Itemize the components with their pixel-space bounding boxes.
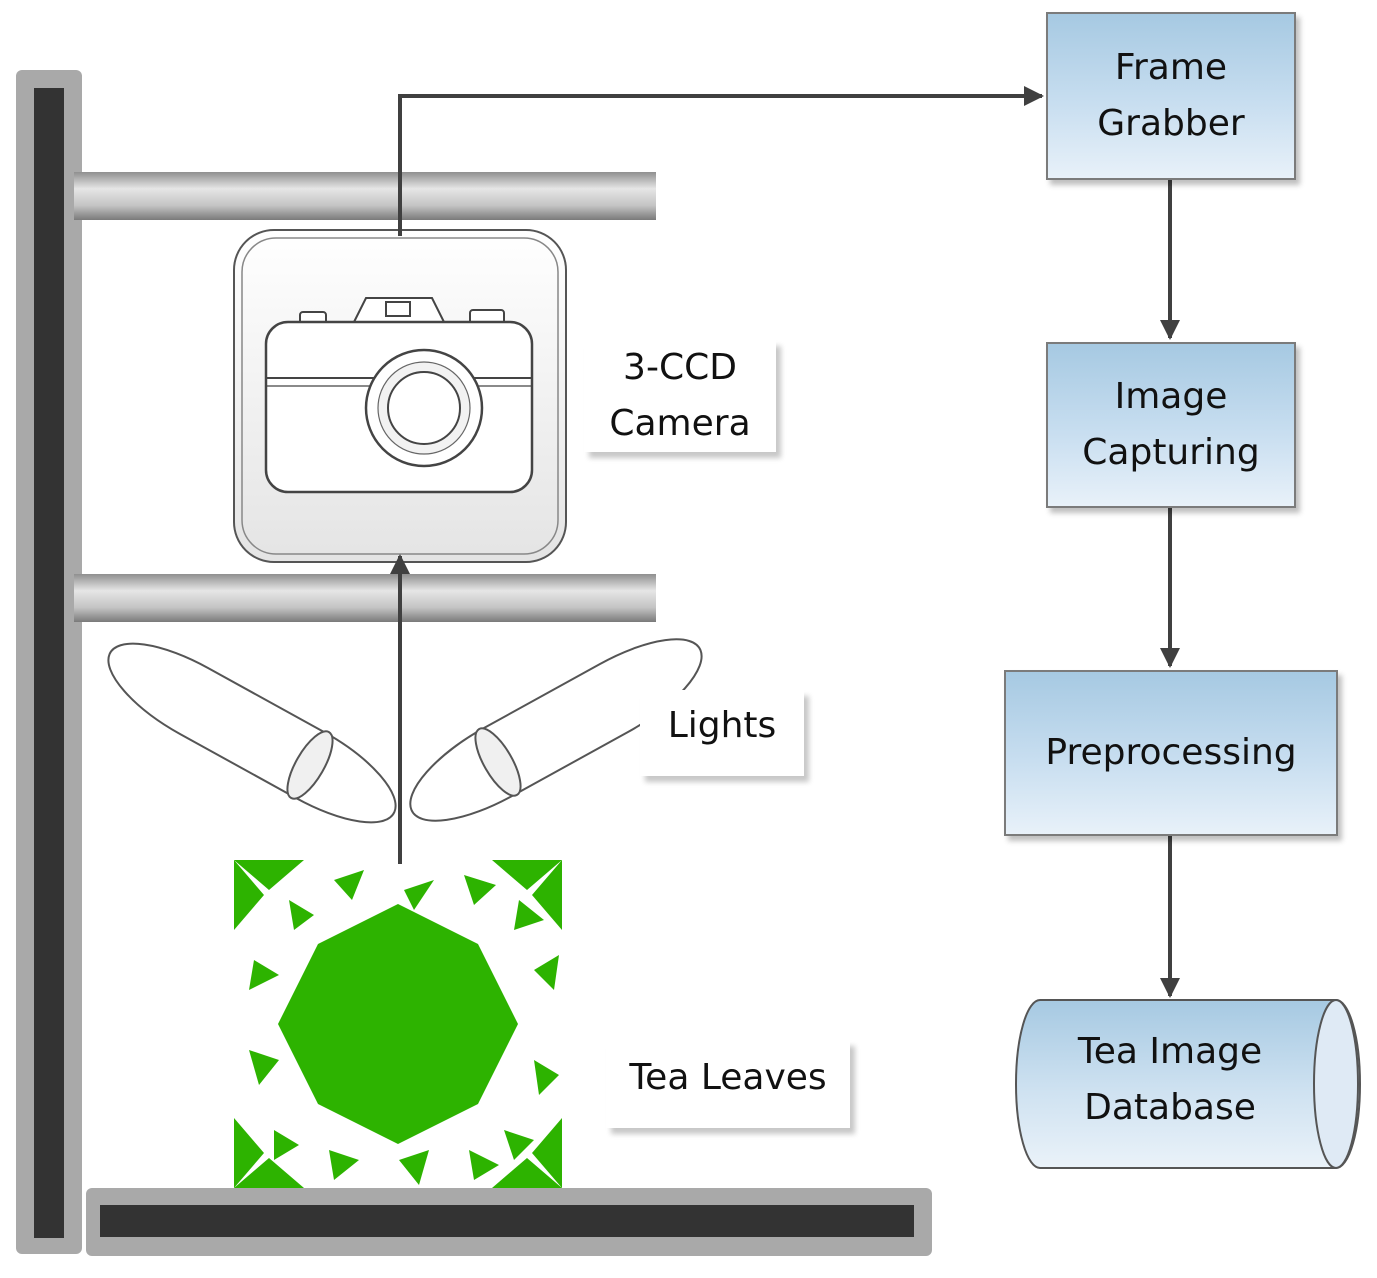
camera-label-line2: Camera <box>609 403 751 444</box>
leaf-small-5 <box>249 1050 279 1085</box>
stand-base <box>86 1188 932 1256</box>
leaf-corner-1-b <box>532 860 562 930</box>
leaf-corner-2-b <box>234 1118 264 1188</box>
image-capturing-line1: Image <box>1114 376 1228 417</box>
leaf-small-3 <box>514 900 544 930</box>
lights-label: Lights <box>640 690 804 776</box>
database-cylinder <box>1015 999 1361 1169</box>
leaf-corner-3-a <box>492 1158 562 1188</box>
database-label: Tea Image Database <box>1020 1024 1320 1136</box>
leaf-small-13 <box>289 900 314 930</box>
leaf-small-1 <box>404 880 434 910</box>
leaf-small-12 <box>504 1130 534 1160</box>
camera-label-line1: 3-CCD <box>623 347 737 388</box>
leaf-corner-3-b <box>532 1118 562 1188</box>
leaf-center-left <box>278 944 318 1104</box>
leaf-center-bottom <box>318 1104 478 1144</box>
leaf-small-7 <box>534 1060 559 1095</box>
arrow-camera-to-grabber <box>398 86 1044 236</box>
stand-vertical-post <box>16 70 82 1254</box>
upper-rod <box>74 172 656 220</box>
image-capturing-box: Image Capturing <box>1046 342 1296 508</box>
leaf-center <box>318 944 478 1104</box>
leaf-corner-0-b <box>234 860 264 930</box>
database-line1: Tea Image <box>1077 1031 1263 1072</box>
tea-leaves-label: Tea Leaves <box>606 1040 850 1128</box>
leaf-small-8 <box>329 1150 359 1180</box>
leaf-small-9 <box>399 1150 429 1185</box>
camera-label: 3-CCD Camera <box>584 340 776 452</box>
tea-leaves-pattern <box>234 860 562 1188</box>
light-right <box>409 638 703 822</box>
leaf-small-6 <box>534 955 559 990</box>
leaf-small-0 <box>334 870 364 900</box>
frame-grabber-line2: Grabber <box>1097 103 1245 144</box>
leaf-small-4 <box>249 960 279 990</box>
frame-grabber-box: Frame Grabber <box>1046 12 1296 180</box>
leaf-small-2 <box>464 875 496 905</box>
lower-rod <box>74 574 656 622</box>
camera-icon <box>233 229 567 563</box>
lights-label-text: Lights <box>667 705 777 746</box>
preprocessing-line1: Preprocessing <box>1045 732 1297 773</box>
tea-leaves-label-text: Tea Leaves <box>629 1057 827 1098</box>
preprocessing-box: Preprocessing <box>1004 670 1338 836</box>
light-left <box>107 642 397 824</box>
leaf-corner-2-a <box>234 1158 304 1188</box>
leaf-center-top <box>318 904 478 944</box>
leaf-center-right <box>478 944 518 1104</box>
database-line2: Database <box>1084 1087 1256 1128</box>
leaf-small-10 <box>469 1150 499 1180</box>
leaf-corner-0-a <box>234 860 304 890</box>
leaf-corner-1-a <box>492 860 562 890</box>
image-capturing-line2: Capturing <box>1082 432 1260 473</box>
leaf-small-11 <box>274 1130 299 1160</box>
frame-grabber-line1: Frame <box>1114 47 1228 88</box>
